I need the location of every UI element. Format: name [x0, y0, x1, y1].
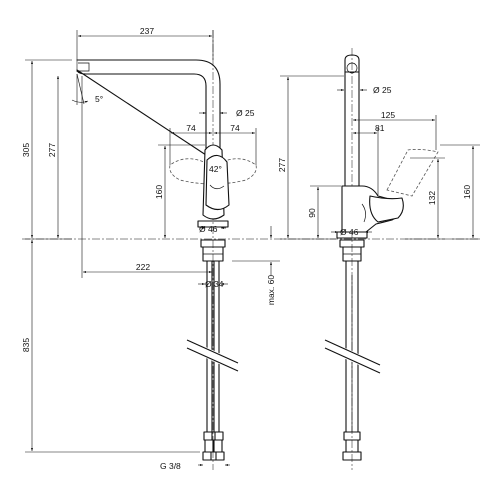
- handle-lever: [205, 154, 230, 211]
- dim-spout-angle: 5°: [95, 94, 103, 104]
- side-body-detail: [361, 203, 366, 223]
- side-dimensions: Ø 25 277 125 81 132 160 90 Ø 46: [277, 75, 480, 240]
- dim-outlet-offset: 222: [136, 262, 150, 272]
- hose-fitting-left: [202, 431, 217, 461]
- side-dim-lever-height: 160: [462, 185, 472, 199]
- dim-base-diameter: Ø 46: [199, 224, 218, 234]
- dim-spout-reach: 237: [140, 26, 154, 36]
- side-break-mark: [319, 338, 385, 375]
- front-dimensions: 237 305 277 5° Ø 25 74 74 42° 160 Ø 46 2…: [21, 26, 280, 471]
- spout-aerator: [78, 62, 90, 72]
- side-spout-aerator: [346, 62, 358, 74]
- dim-handle-angle: 42°: [209, 164, 222, 174]
- side-lever: [369, 195, 404, 223]
- lever-ghost: [386, 148, 439, 197]
- side-dim-spout-diameter: Ø 25: [373, 85, 392, 95]
- dim-max-thickness: max. 60: [266, 275, 276, 306]
- side-dim-lever-reach: 125: [381, 110, 395, 120]
- spout-outline: [76, 59, 221, 156]
- dim-thread: G 3/8: [160, 461, 181, 471]
- front-break-mark: [182, 338, 243, 373]
- side-dim-lever-rise: 132: [427, 191, 437, 205]
- side-view: [319, 48, 439, 470]
- dim-spout-height: 277: [47, 143, 57, 157]
- side-dim-spout-height: 277: [277, 158, 287, 172]
- dim-handle-right: 74: [230, 123, 240, 133]
- handle-ghost-left: [169, 158, 213, 185]
- hose-fitting-right: [210, 431, 225, 461]
- side-dim-base-diameter: Ø 46: [340, 227, 359, 237]
- dim-total-height: 305: [21, 143, 31, 157]
- side-spout-tip: [344, 54, 360, 73]
- side-hose-fitting: [342, 431, 362, 461]
- front-view: [76, 30, 257, 470]
- dim-handle-height: 160: [154, 185, 164, 199]
- dim-handle-left: 74: [186, 123, 196, 133]
- side-dim-lever-pivot: 81: [375, 123, 385, 133]
- dim-hose-length: 835: [21, 338, 31, 352]
- base-ring: [197, 220, 229, 228]
- handle-detail: [209, 184, 225, 190]
- dim-shank-diameter: Ø 34: [205, 279, 224, 289]
- side-dim-body-height: 90: [307, 208, 317, 218]
- side-base-ring: [336, 231, 368, 239]
- dim-spout-diameter: Ø 25: [236, 108, 255, 118]
